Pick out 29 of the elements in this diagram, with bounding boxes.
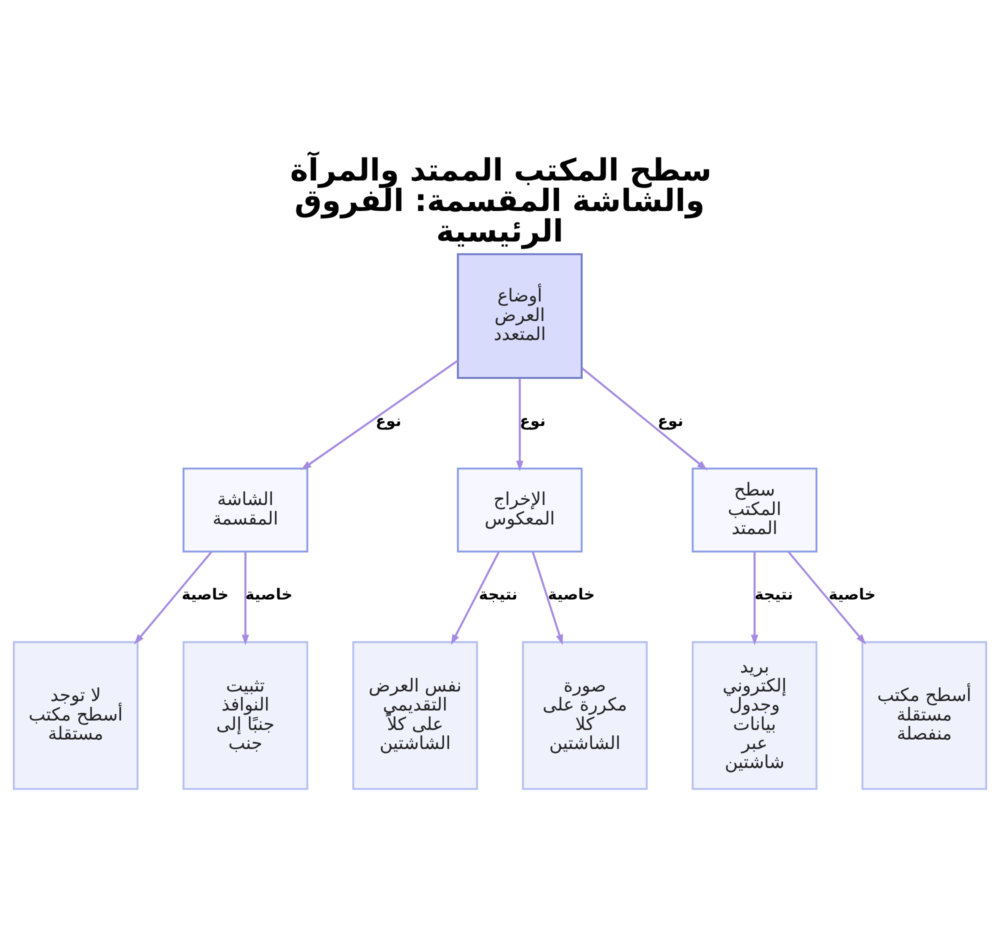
arrow — [788, 550, 866, 644]
edge-label: خاصية — [548, 585, 595, 604]
edge-label: نتيجة — [754, 585, 794, 604]
edge-label: نتيجة — [478, 585, 518, 604]
edge-label: خاصية — [182, 585, 229, 604]
arrow — [516, 378, 524, 471]
edge-label: نوع — [658, 411, 684, 430]
edge-label: نوع — [376, 411, 402, 430]
diagram-title: سطح المكتب الممتد والمرآة والشاشة المقسمة: الفروق الرئيسية — [290, 152, 712, 250]
node-box: بريد إلكتروني وجدول بيانات عبر شاشتين — [692, 640, 818, 790]
arrow — [450, 550, 500, 644]
edge-label: خاصية — [828, 585, 876, 604]
node-box: الإخراج المعكوس — [456, 467, 583, 552]
node-box: أسطح مكتب مستقلة منفصلة — [861, 640, 988, 790]
node-box: أوضاع العرض المتعدد — [456, 252, 583, 378]
edge-label: خاصية — [245, 585, 292, 604]
node-box: لا توجد أسطح مكتب مستقلة — [12, 640, 139, 790]
arrow — [242, 551, 250, 645]
edge-label: نوع — [520, 411, 546, 430]
node-box: الشاشة المقسمة — [182, 467, 308, 552]
arrow — [532, 551, 563, 645]
node-box: سطح المكتب الممتد — [692, 467, 818, 552]
node-box: نفس العرض التقديمي على كلاً الشاشتين — [352, 640, 478, 790]
arrow — [300, 359, 458, 470]
arrow — [134, 550, 212, 644]
node-box: صورة مكررة على كلا الشاشتين — [522, 640, 648, 790]
arrow — [581, 366, 708, 470]
arrow — [750, 551, 758, 645]
node-box: تثبيت النوافذ جنبًا إلى جنب — [182, 640, 308, 790]
